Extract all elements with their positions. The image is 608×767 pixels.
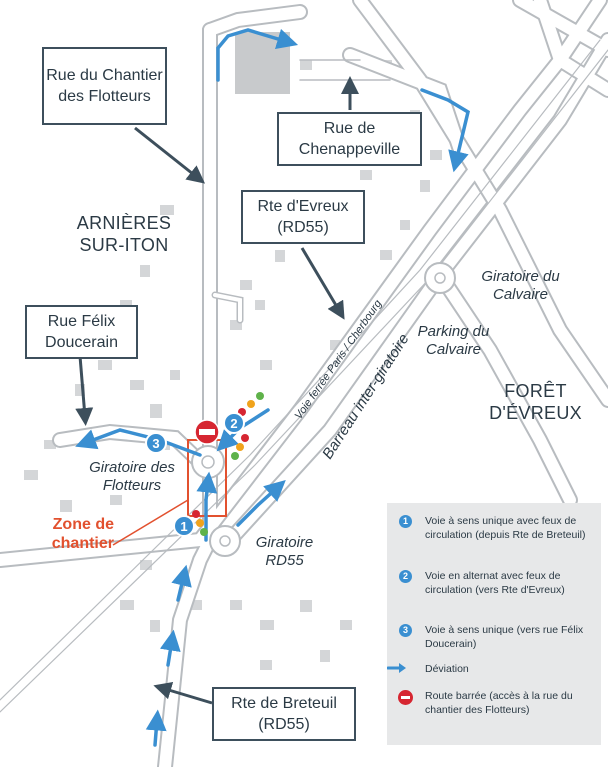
building [98,360,112,370]
deviation-arrow [171,564,192,602]
traffic-light-amber [196,519,204,527]
building [275,250,285,262]
legend-badge-2: 2 [399,570,412,583]
building [330,340,340,350]
traffic-light-amber [247,400,255,408]
traffic-light-red [241,434,249,442]
legend-text-1: Voie à sens unique avec feux de circulat… [425,515,586,541]
deviation-arrow [216,28,299,82]
building [260,360,272,370]
building [260,660,272,670]
arrow-right-icon [387,663,406,673]
legend-badge-1: 1 [399,515,412,528]
building [110,495,122,505]
marker-1-label: 1 [180,519,187,534]
building [130,380,144,390]
legend-text-no-entry: Route barrée (accès à la rue du chantier… [425,690,573,716]
label-parking-calvaire: Parking du Calvaire [417,323,490,358]
deviation-arrow [236,479,286,527]
traffic-light-green [231,452,239,460]
building [300,60,312,70]
legend-text-2: Voie en alternat avec feux de circulatio… [425,570,565,596]
building [140,265,150,277]
building [24,470,38,480]
building [340,620,352,630]
legend-badge-3: 3 [399,624,412,637]
label-rte-breteuil: Rte de Breteuil (RD55) [212,687,356,741]
traffic-light-amber [236,443,244,451]
traffic-lights [192,392,264,536]
traffic-light-red [192,510,200,518]
label-rue-chenappeville: Rue de Chenappeville [277,112,422,166]
deviation-arrow [420,88,471,173]
deviation-arrow [75,428,202,457]
legend: 1 Voie à sens unique avec feux de circul… [387,503,601,745]
label-giratoire-rd55: Giratoire RD55 [255,534,314,569]
marker-2-label: 2 [230,416,237,431]
route-markers: 3 2 1 [145,412,245,537]
building [75,384,85,396]
building [170,370,180,380]
building [380,250,392,260]
building [300,600,312,612]
deviation-arrow [145,709,167,747]
legend-text-deviation: Déviation [425,663,469,675]
building [320,650,330,662]
label-rte-evreux: Rte d'Evreux (RD55) [241,190,365,244]
traffic-light-green [200,528,208,536]
building [255,300,265,310]
building [400,220,410,230]
building [140,560,152,570]
building [240,280,252,290]
label-rue-felix: Rue Félix Doucerain [25,305,138,359]
label-rue-chantier: Rue du Chantier des Flotteurs [42,47,167,125]
label-zone-chantier: Zone de chantier [51,516,114,552]
deviation-arrow [196,471,218,542]
marker-3 [145,432,167,454]
building [44,440,56,449]
no-entry-icon [398,690,413,705]
building [230,320,242,330]
building [160,205,174,215]
building [60,500,72,512]
legend-text-3: Voie à sens unique (vers rue Félix Douce… [425,624,584,650]
work-zone-leader [112,499,189,546]
building [420,180,430,192]
building [120,300,132,309]
no-entry-icon [194,419,220,445]
marker-1 [173,515,195,537]
label-giratoire-flotteurs: Giratoire des Flotteurs [89,459,175,494]
building [150,404,162,418]
marker-3-label: 3 [152,436,159,451]
building [230,600,242,610]
building [150,620,160,632]
traffic-light-green [256,392,264,400]
building [430,150,442,160]
building [120,600,134,610]
building [360,170,372,180]
place-foret: FORÊT D'ÉVREUX [489,381,582,423]
label-giratoire-calvaire: Giratoire du Calvaire [481,268,560,303]
building [260,620,274,630]
building [190,600,202,610]
label-leaders [75,76,359,705]
roundabouts [191,262,456,557]
marker-2 [223,412,245,434]
place-arnieres: ARNIÈRES SUR-ITON [76,213,172,255]
deviation-arrow [159,629,181,667]
